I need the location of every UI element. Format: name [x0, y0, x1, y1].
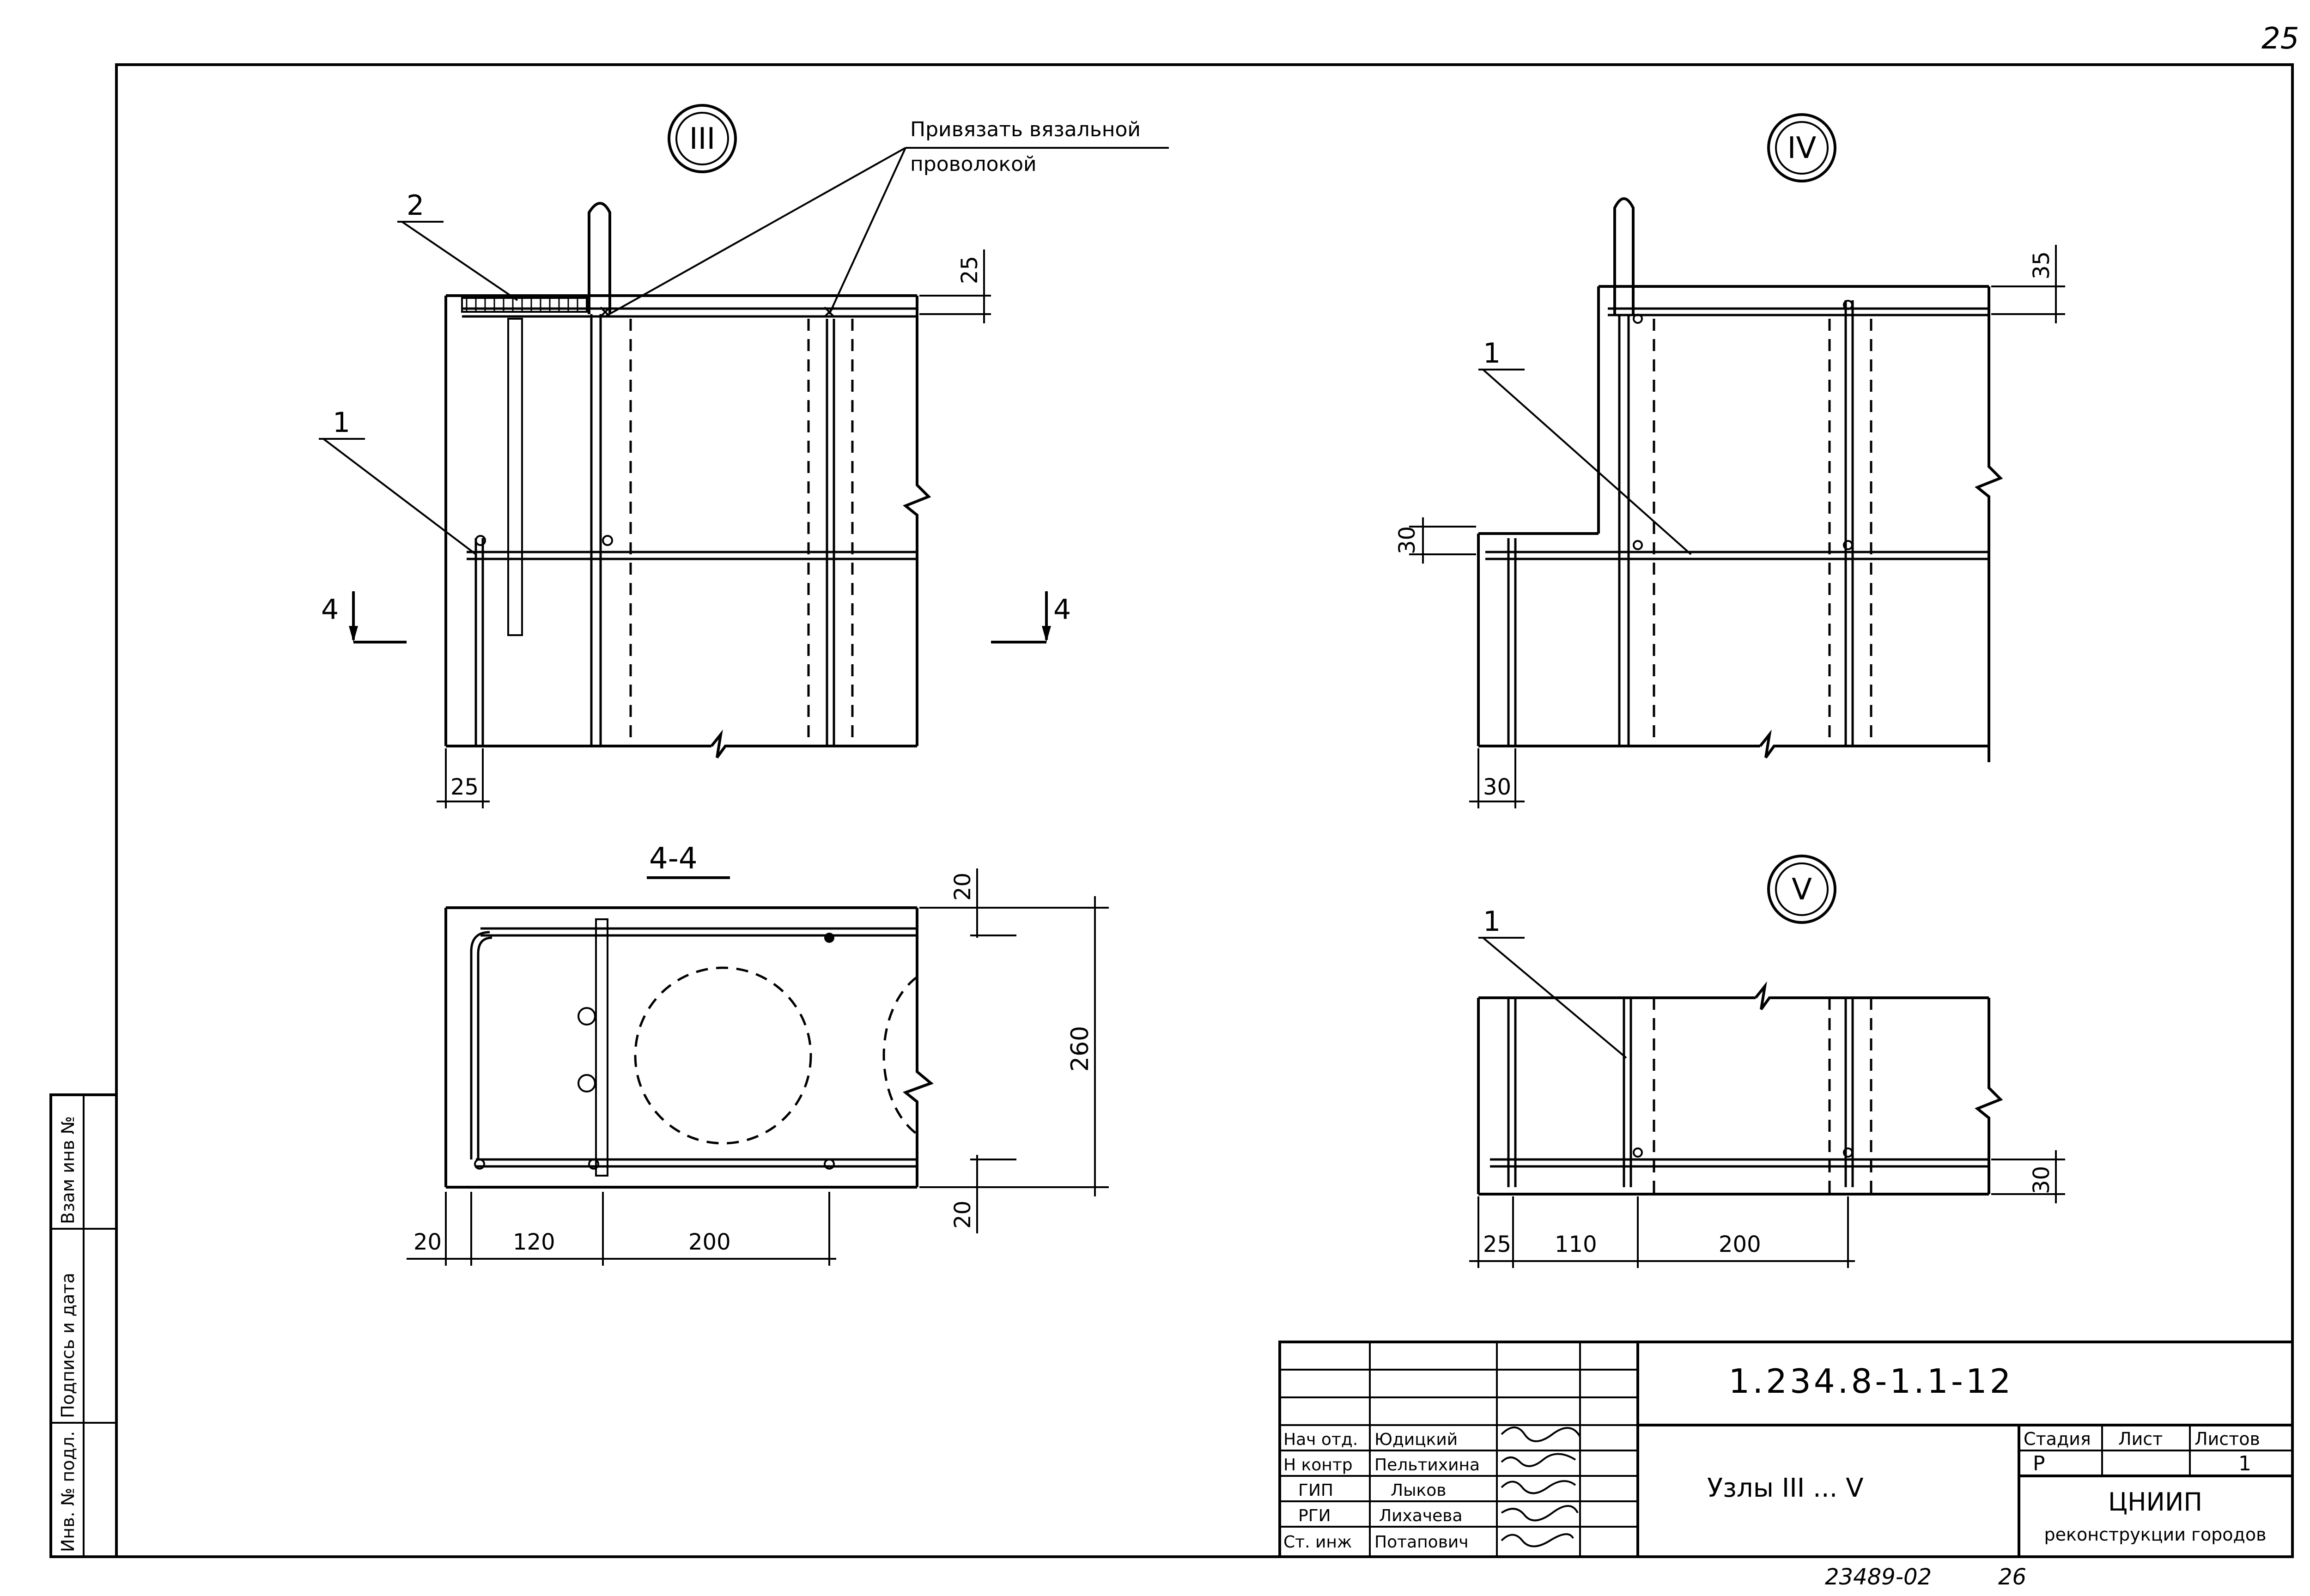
section-4-4: 4-4 20 260 20 2	[407, 842, 1109, 1266]
node-5-label: V	[1792, 873, 1812, 907]
node-4-dim-top: 35	[2029, 251, 2055, 279]
sheets-header: Листов	[2194, 1429, 2260, 1449]
node-3-note-line2: проволокой	[910, 152, 1037, 176]
person-name: Потапович	[1374, 1533, 1469, 1552]
node-4-view: IV 1 35 30	[1394, 113, 2065, 808]
person-role: Нач отд.	[1283, 1430, 1358, 1449]
bottom-number: 23489-02	[1825, 1564, 1932, 1590]
stage-value: Р	[2033, 1452, 2045, 1475]
node-4-dim-left: 30	[1483, 774, 1511, 800]
node-3-label: III	[689, 122, 716, 156]
node-5-dim-110: 110	[1555, 1232, 1597, 1257]
node-3-view: III	[319, 104, 1169, 808]
side-stamp-col2: Подпись и дата	[58, 1273, 78, 1418]
stage-header: Стадия	[2024, 1429, 2091, 1449]
page-number: 25	[2261, 22, 2299, 56]
person-role: ГИП	[1298, 1481, 1333, 1500]
person-name: Лыков	[1391, 1481, 1446, 1500]
node-4-marker: IV	[1767, 113, 1836, 182]
org-line2: реконструкции городов	[2044, 1524, 2267, 1545]
node-3-note-line1: Привязать вязальной	[910, 118, 1141, 141]
title-block: 1.234.8-1.1-12 Узлы III ... V Стадия Лис…	[1278, 1341, 2294, 1558]
person-role: Ст. инж	[1283, 1533, 1352, 1552]
section-4-4-dim-left: 20	[413, 1229, 442, 1255]
sheet-header: Лист	[2118, 1429, 2163, 1449]
section-4-4-dim-bottom: 20	[950, 1201, 976, 1229]
person-role: РГИ	[1298, 1506, 1331, 1525]
person-role: Н контр	[1283, 1456, 1353, 1475]
person-name: Юдицкий	[1374, 1430, 1458, 1449]
sheets-value: 1	[2238, 1452, 2251, 1475]
node-4-pos-1: 1	[1483, 337, 1501, 370]
drawing-frame	[115, 63, 2294, 1558]
node-5-pos-1: 1	[1483, 905, 1501, 938]
node-5-dim-25: 25	[1483, 1232, 1511, 1257]
title-block-code: 1.234.8-1.1-12	[1729, 1362, 2014, 1401]
section-4-4-title: 4-4	[649, 842, 698, 876]
org-line1: ЦНИИП	[2108, 1487, 2202, 1517]
side-stamp-col3: Взам инв №	[58, 1116, 78, 1224]
node-3-section-mark-left: 4	[321, 594, 339, 626]
section-4-4-dim-top: 20	[950, 873, 976, 901]
node-4-label: IV	[1787, 131, 1817, 165]
signatures	[1501, 1426, 1581, 1547]
node-4-dim-step: 30	[1394, 526, 1420, 554]
person-name: Пельтихина	[1374, 1456, 1480, 1475]
node-5-dim-200: 200	[1719, 1232, 1761, 1257]
node-3-dim-top: 25	[957, 256, 983, 284]
node-3-pos-1: 1	[333, 407, 350, 439]
side-stamp-col1: Инв. № подл.	[58, 1431, 78, 1552]
section-4-4-dim-height: 260	[1066, 1026, 1094, 1072]
people-rows: Нач отд. Юдицкий Н контр Пельтихина ГИП …	[1283, 1430, 1480, 1552]
node-3-pos-2: 2	[407, 189, 424, 222]
node-5-marker: V	[1767, 855, 1836, 924]
node-3-dim-left: 25	[450, 774, 479, 800]
node-3-section-mark-right: 4	[1053, 594, 1071, 626]
node-5-view: V 1 30 25 110 200	[1469, 855, 2065, 1268]
side-stamp: Инв. № подл. Подпись и дата Взам инв №	[49, 1093, 118, 1558]
section-4-4-dim-120: 120	[513, 1229, 555, 1255]
person-name: Лихачева	[1379, 1506, 1463, 1525]
title-block-title: Узлы III ... V	[1707, 1473, 1864, 1503]
section-4-4-dim-200: 200	[688, 1229, 731, 1255]
node-5-dim-bottom: 30	[2029, 1166, 2055, 1194]
bottom-page: 26	[1998, 1564, 2026, 1590]
node-3-marker: III	[668, 104, 737, 173]
